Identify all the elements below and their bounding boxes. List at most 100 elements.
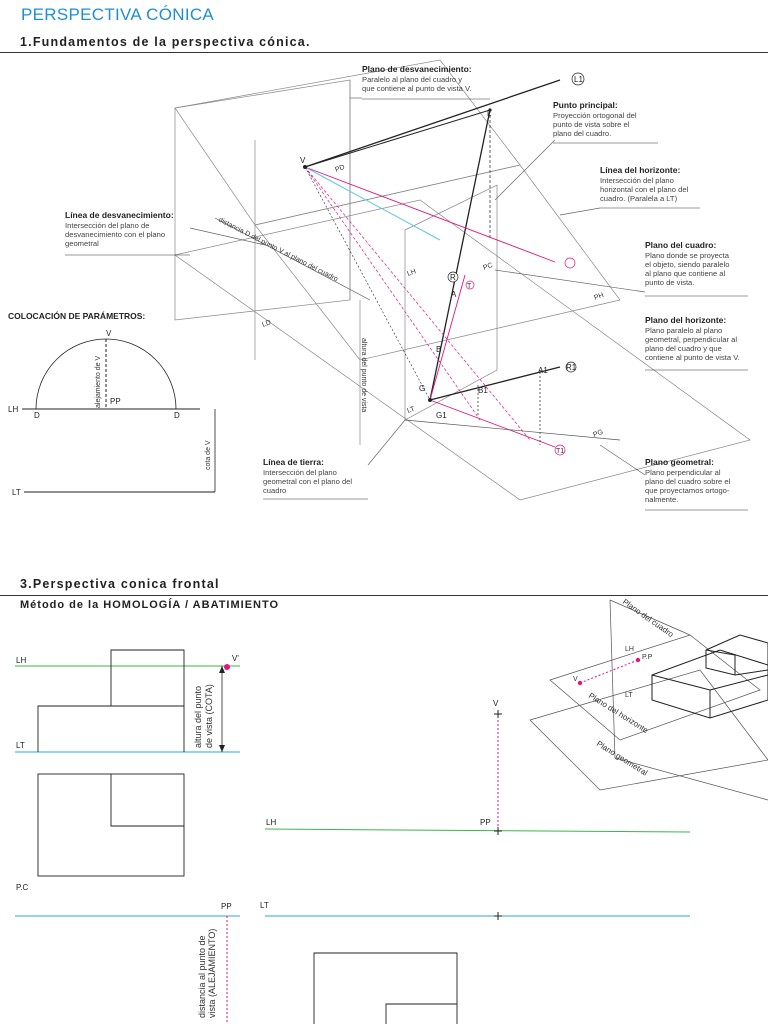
label-PH: PH (593, 292, 605, 302)
svg-text:geometral con el plano del: geometral con el plano del (263, 477, 352, 486)
section-3-title: 3.Perspectiva conica frontal (20, 577, 220, 591)
svg-text:Plano perpendicular al: Plano perpendicular al (645, 468, 721, 477)
plano-horizonte-shape (254, 164, 621, 361)
svg-text:Intersección del plano: Intersección del plano (600, 176, 674, 185)
annotation-plano-desvanecimiento: Plano de desvanecimiento: Paralelo al pl… (362, 64, 472, 93)
param-LT: LT (12, 488, 21, 497)
diagram-points (303, 72, 585, 456)
section3-iso-view (529, 599, 768, 801)
label-L1: L1 (574, 75, 583, 84)
svg-text:cuadro: cuadro (263, 486, 286, 495)
svg-text:que contiene al punto de vista: que contiene al punto de vista V. (362, 84, 472, 93)
s3-distancia-1: distancia al punto de (197, 935, 207, 1018)
section3-iso-labels: Plano del cuadro Plano del horizonte Pla… (573, 597, 676, 777)
label-altura: altura del punto de vista (360, 338, 367, 412)
label-V: V (300, 156, 306, 165)
label-L: L (487, 109, 492, 118)
svg-text:plano del cuadro sobre el: plano del cuadro sobre el (645, 477, 731, 486)
page-title: PERSPECTIVA CÓNICA (21, 5, 215, 24)
param-D1: D (34, 411, 40, 420)
param-alejamiento: alejamiento de V (95, 356, 102, 408)
colocacion-title: COLOCACIÓN DE PARÁMETROS: (8, 310, 145, 321)
svg-text:Línea del horizonte:: Línea del horizonte: (600, 165, 680, 175)
label-R1: R1 (566, 363, 577, 372)
label-PC: PC (482, 262, 494, 272)
section-3-rule (0, 595, 768, 596)
svg-text:Paralelo al plano del cuadro y: Paralelo al plano del cuadro y (362, 75, 462, 84)
section-3-subtitle: Método de la HOMOLOGÍA / ABATIMIENTO (20, 599, 280, 611)
svg-text:Plano del cuadro:: Plano del cuadro: (645, 240, 716, 250)
iso-plano-cuadro: Plano del cuadro (621, 597, 676, 639)
iso-PP: P.P (642, 654, 653, 661)
iso-LH: LH (625, 646, 634, 653)
iso-plano-horizonte: Plano del horizonte (587, 691, 650, 735)
annotation-linea-tierra: Línea de tierra: Intersección del plano … (263, 457, 352, 495)
annotation-linea-horizonte: Línea del horizonte: Intersección del pl… (600, 165, 689, 203)
svg-text:plano del cuadro.: plano del cuadro. (553, 129, 611, 138)
plano-cuadro-shape (404, 184, 498, 421)
s3-PC: P.C (16, 883, 29, 892)
label-PG: PG (592, 429, 604, 439)
svg-text:Proyección ortogonal del: Proyección ortogonal del (553, 111, 637, 120)
svg-text:desvanecimiento con el plano: desvanecimiento con el plano (65, 230, 165, 239)
perspective-3d-diagram (174, 59, 751, 501)
svg-text:punto de vista.: punto de vista. (645, 278, 694, 287)
svg-text:horizontal con el plano del: horizontal con el plano del (600, 185, 689, 194)
svg-text:Línea de tierra:: Línea de tierra: (263, 457, 324, 467)
label-distancia: distancia D del punto V al plano del cua… (217, 217, 339, 284)
s3-LH: LH (16, 656, 26, 665)
param-V: V (106, 329, 112, 338)
annotation-punto-principal: Punto principal: Proyección ortogonal de… (553, 100, 637, 138)
s3-LT: LT (16, 741, 25, 750)
svg-text:Punto principal:: Punto principal: (553, 100, 618, 110)
svg-text:geometral: geometral (65, 239, 99, 248)
svg-text:nalmente.: nalmente. (645, 495, 678, 504)
plano-desvanecimiento-shape (174, 79, 351, 321)
svg-text:que proyectamos ortogo-: que proyectamos ortogo- (645, 486, 730, 495)
label-B1: B1 (478, 386, 488, 395)
svg-text:Plano paralelo al plano: Plano paralelo al plano (645, 326, 722, 335)
annotation-plano-cuadro: Plano del cuadro: Plano donde se proyect… (645, 240, 730, 287)
svg-text:cuadro. (Paralela a LT): cuadro. (Paralela a LT) (600, 194, 678, 203)
annotation-plano-horizonte: Plano del horizonte: Plano paralelo al p… (645, 315, 740, 362)
label-G1: G1 (436, 411, 447, 420)
s3-LT2: LT (260, 901, 269, 910)
section-1-title: 1.Fundamentos de la perspectiva cónica. (20, 35, 311, 49)
label-T1: T1 (556, 448, 564, 455)
label-LH: LH (406, 268, 417, 278)
svg-text:Plano geometral:: Plano geometral: (645, 457, 714, 467)
label-T: T (467, 283, 472, 290)
svg-text:Plano del horizonte:: Plano del horizonte: (645, 315, 726, 325)
label-R: R (450, 273, 456, 282)
svg-text:Intersección del plano: Intersección del plano (263, 468, 337, 477)
param-cota: cota de V (205, 440, 212, 470)
diagram-labels: L1 L V R T A B G G1 B1 A1 R1 T1 PD PC PH… (217, 75, 605, 455)
iso-LT: LT (625, 692, 633, 699)
svg-text:contiene al punto de vista V.: contiene al punto de vista V. (645, 353, 740, 362)
annotation-underlines (65, 98, 748, 511)
colocacion-parametros: COLOCACIÓN DE PARÁMETROS: V PP LH LT D D… (8, 310, 216, 497)
iso-plano-geometral: Plano geometral (595, 739, 649, 778)
s3-PP-right: PP (480, 818, 491, 827)
s3-LH2: LH (266, 818, 276, 827)
label-G: G (419, 384, 425, 393)
label-LT: LT (406, 405, 416, 414)
section-1-rule (0, 52, 768, 53)
label-A1: A1 (538, 366, 548, 375)
param-LH: LH (8, 405, 18, 414)
annotation-linea-desvanecimiento: Línea de desvanecimiento: Intersección d… (65, 210, 174, 248)
label-LD: LD (261, 319, 272, 329)
svg-text:Línea de desvanecimiento:: Línea de desvanecimiento: (65, 210, 174, 220)
svg-text:al plano que contiene al: al plano que contiene al (645, 269, 726, 278)
svg-text:Plano donde se proyecta: Plano donde se proyecta (645, 251, 730, 260)
s3-V: V (493, 699, 499, 708)
s3-altura-2: de vista (COTA) (204, 684, 214, 748)
label-B: B (436, 345, 441, 354)
svg-text:el objeto, siendo paralelo: el objeto, siendo paralelo (645, 260, 729, 269)
iso-V: V (573, 676, 578, 683)
s3-distancia-2: vista (ALEJAMIENTO) (207, 929, 217, 1018)
s3-altura-1: altura del punto (193, 686, 203, 748)
section3-left-views: LH LT V' altura del punto de vista (COTA… (15, 649, 240, 1024)
svg-text:punto de vista sobre el: punto de vista sobre el (553, 120, 630, 129)
